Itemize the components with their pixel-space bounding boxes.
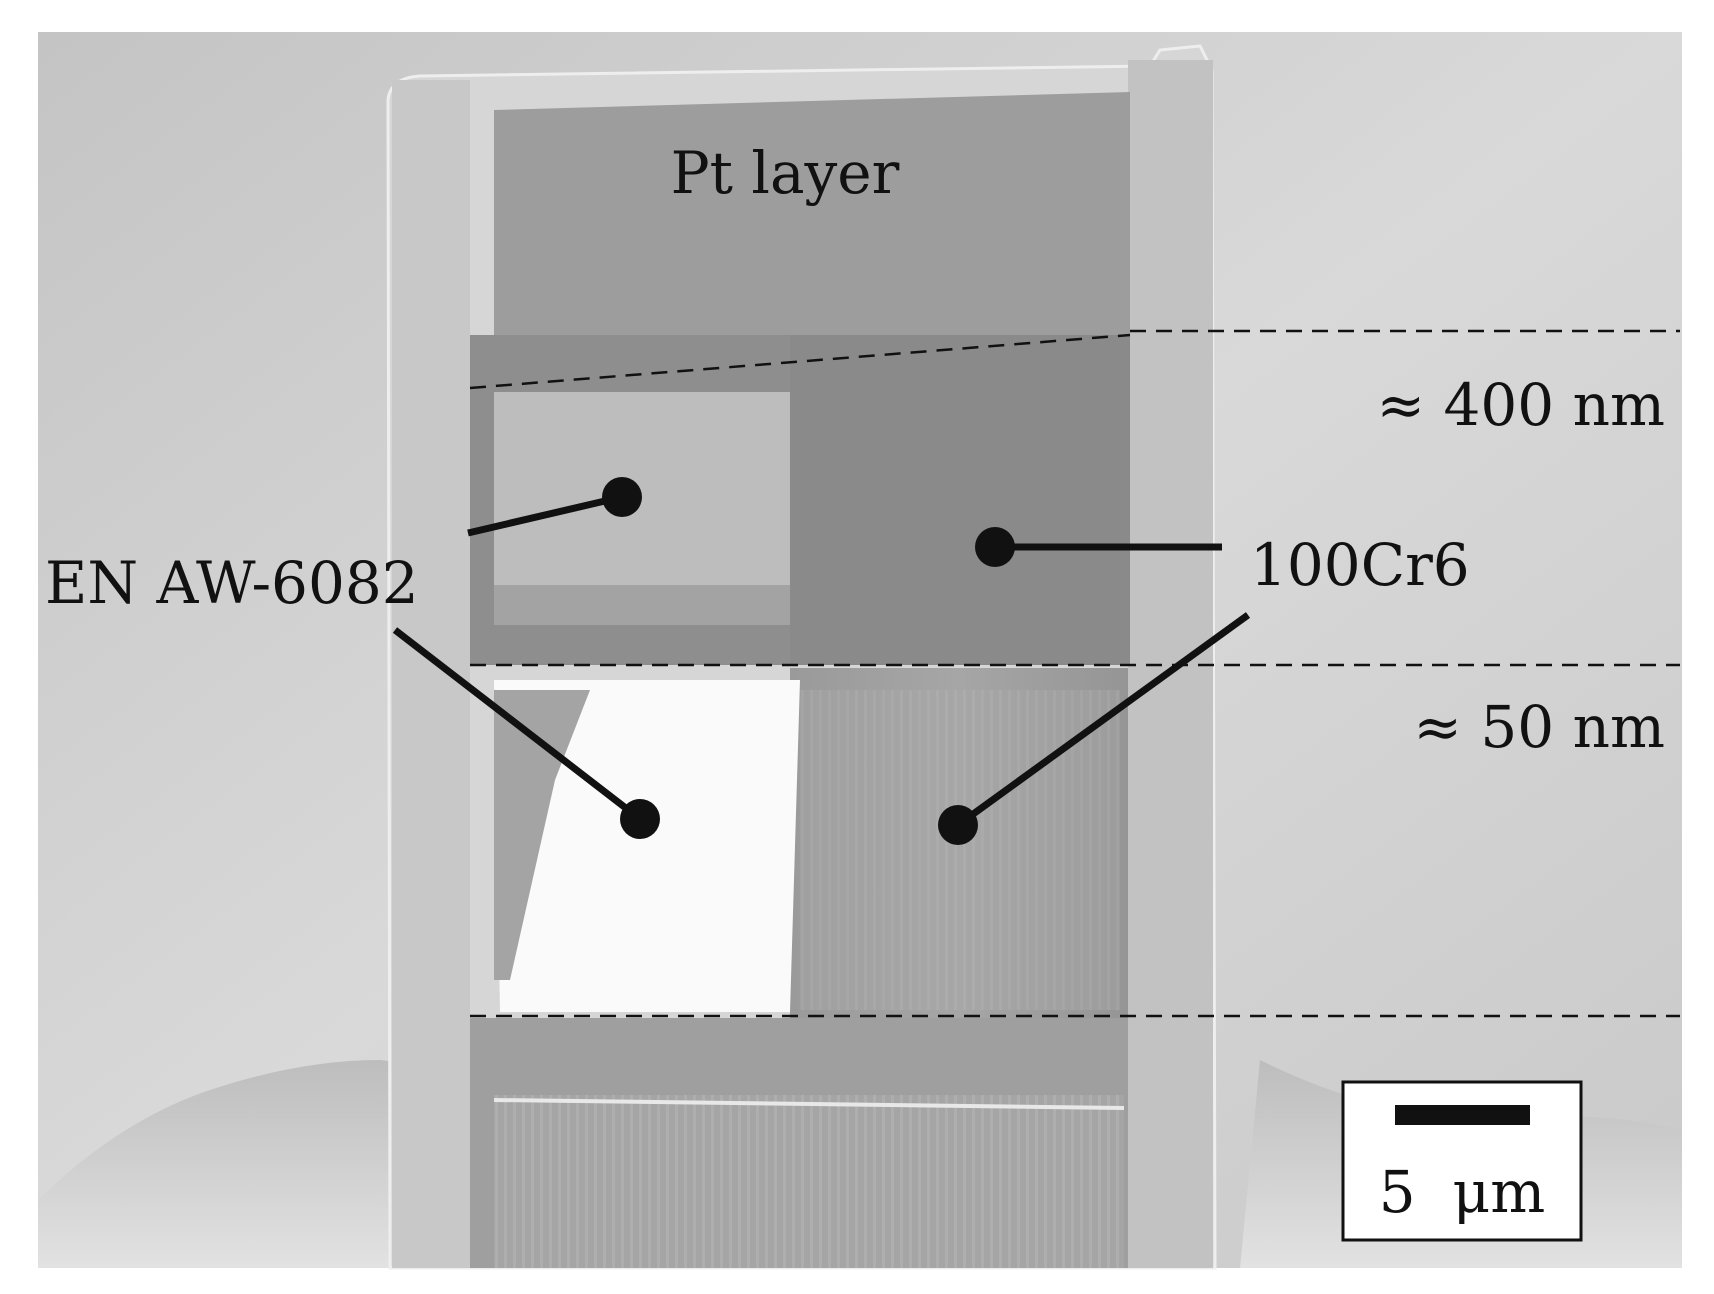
marker-cr6-lower bbox=[938, 612, 1251, 845]
substrate-base bbox=[38, 1060, 470, 1268]
pt-layer bbox=[494, 92, 1130, 335]
steel-lower-striations bbox=[800, 690, 1120, 1010]
label-en-aw-6082: EN AW-6082 bbox=[45, 549, 419, 617]
label-thickness-50nm: ≈ 50 nm bbox=[1413, 693, 1665, 761]
label-100cr6: 100Cr6 bbox=[1250, 531, 1470, 599]
aluminum-upper-step bbox=[494, 585, 790, 625]
lamella-left-wall bbox=[392, 80, 470, 1268]
label-pt-layer: Pt layer bbox=[671, 139, 900, 207]
marker-al-lower bbox=[392, 627, 660, 839]
aluminum-upper-bright bbox=[494, 392, 790, 607]
boundary-top bbox=[469, 333, 1131, 390]
aluminum-lower-shadow bbox=[494, 690, 590, 980]
scale-bar: 5 μm bbox=[1341, 1080, 1583, 1242]
milled-edge bbox=[493, 1098, 1125, 1110]
marker-al-upper bbox=[467, 477, 642, 537]
steel-upper bbox=[790, 335, 1130, 665]
label-thickness-400nm: ≈ 400 nm bbox=[1376, 371, 1665, 439]
milled-striations bbox=[494, 1095, 1124, 1268]
scale-bar-label: 5 μm bbox=[1379, 1158, 1545, 1226]
scale-bar-line bbox=[1395, 1105, 1530, 1125]
marker-cr6-upper bbox=[975, 527, 1222, 567]
